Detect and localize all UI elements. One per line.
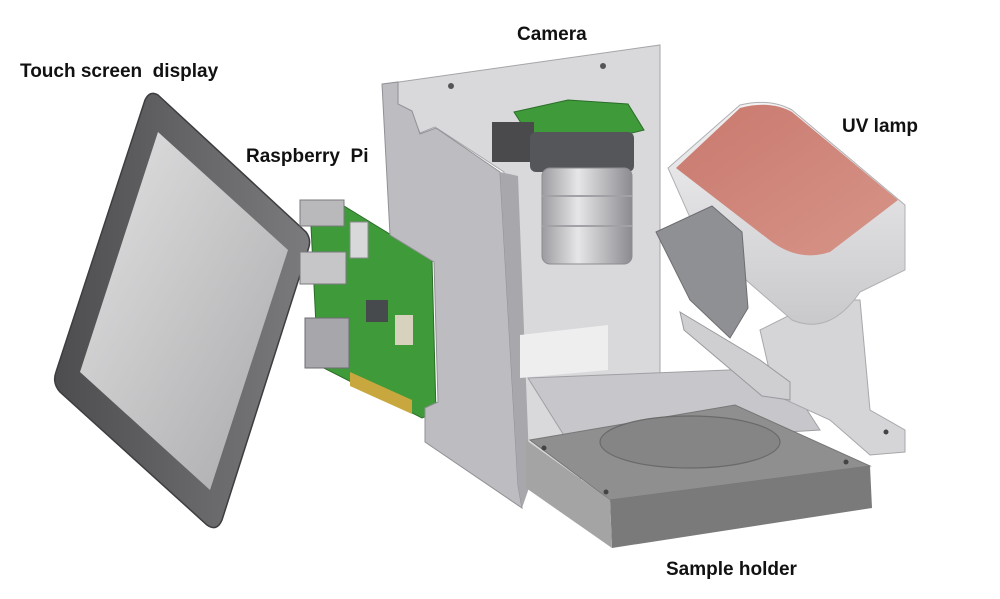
pi-usb-port-1 — [299, 199, 345, 227]
screen-panel — [80, 132, 288, 490]
screw-hole — [541, 445, 547, 451]
screw-hole — [600, 63, 606, 69]
sample-well — [599, 415, 781, 469]
camera — [492, 99, 645, 265]
uv-lamp-top — [676, 104, 898, 256]
sample-holder-front — [610, 466, 872, 548]
uv-lamp-label: UV lamp — [842, 116, 919, 137]
pi-chip — [366, 300, 388, 322]
pi-hdmi-connector — [349, 221, 369, 259]
raspberry-pi-board — [299, 199, 437, 419]
screw-hole — [883, 429, 889, 435]
screw-hole — [843, 459, 849, 465]
uv-lamp-head — [655, 205, 749, 339]
pi-usb-port-2 — [299, 251, 347, 285]
pi-connector-ribbon — [395, 315, 413, 345]
enclosure-side-edge — [500, 172, 530, 508]
sample-holder-label: Sample holder — [666, 559, 797, 580]
raspberry-pi-label: Raspberry Pi — [246, 146, 369, 167]
camera-lens-body — [541, 167, 633, 265]
camera-lens-ring — [530, 132, 634, 172]
sample-holder-side — [526, 440, 612, 548]
touch-screen-display — [53, 92, 311, 529]
sample-holder — [526, 404, 889, 548]
uv-lamp — [655, 101, 906, 456]
enclosure-window — [520, 325, 608, 378]
touch-screen-display-label: Touch screen display — [20, 61, 219, 82]
screw-hole — [603, 489, 609, 495]
pi-gpio-header — [350, 372, 412, 414]
camera-label: Camera — [517, 24, 587, 45]
uv-lamp-arm — [679, 310, 791, 401]
pi-ethernet-port — [304, 317, 350, 369]
camera-mount-block — [492, 122, 534, 162]
screw-hole — [448, 83, 454, 89]
